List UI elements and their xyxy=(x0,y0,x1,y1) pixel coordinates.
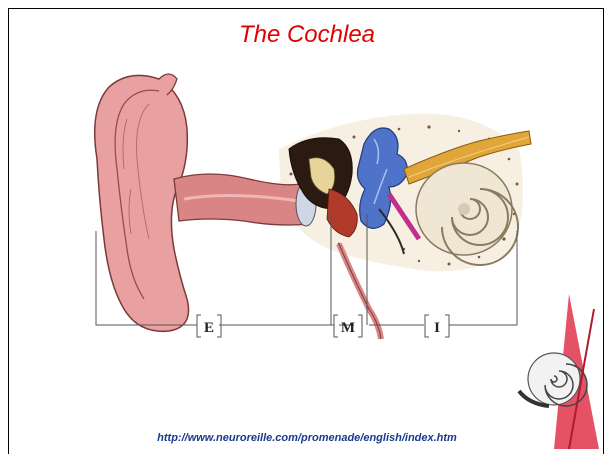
ear-diagram: E M I xyxy=(9,9,605,455)
middle-ear-bracket-label: M xyxy=(341,320,355,336)
outer-ear-bracket-label: E xyxy=(204,320,214,336)
slide: The Cochlea xyxy=(8,8,604,454)
cochlea-shell-logo-icon xyxy=(519,294,599,449)
auricle xyxy=(95,74,189,331)
inner-ear-bracket-label: I xyxy=(434,320,440,336)
source-url: http://www.neuroreille.com/promenade/eng… xyxy=(9,432,605,444)
